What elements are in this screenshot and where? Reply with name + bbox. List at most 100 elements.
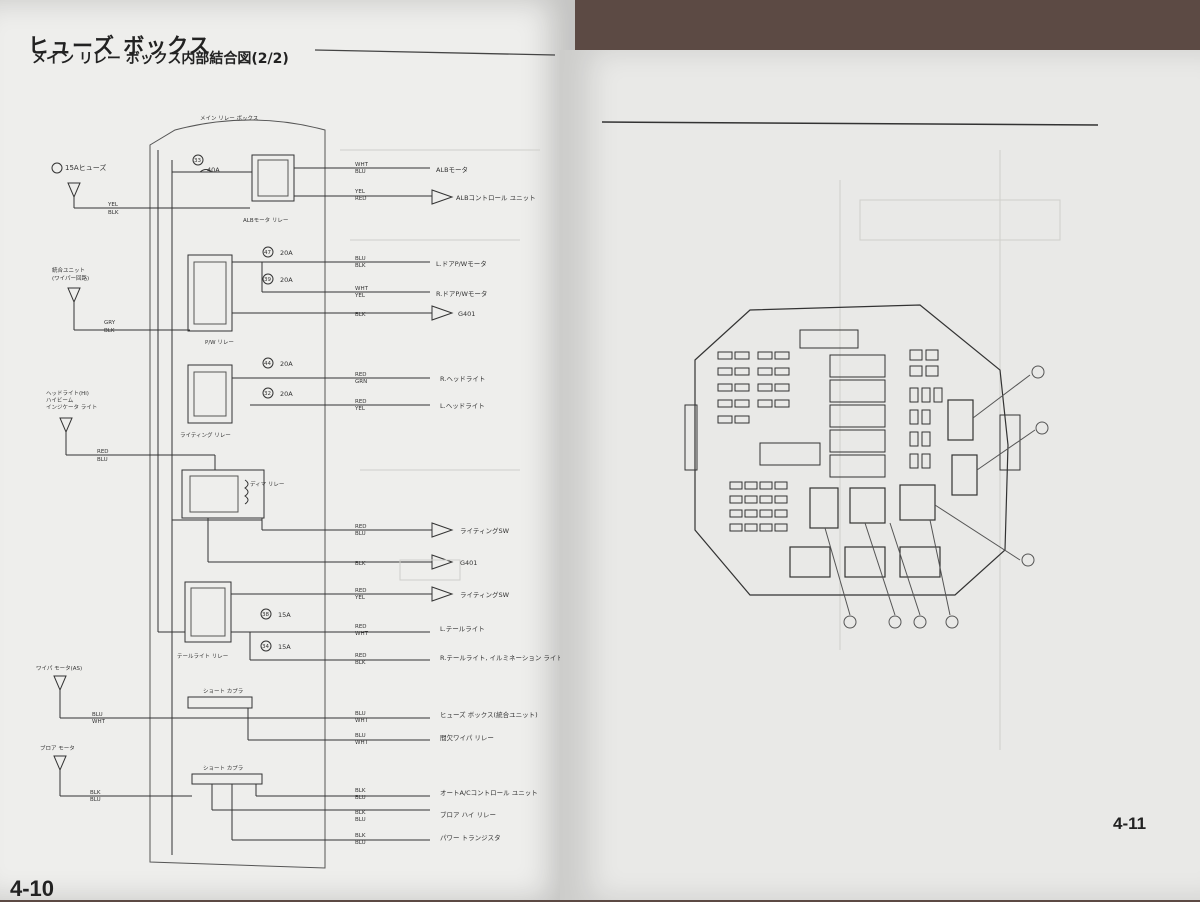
wire-color: WHT	[355, 286, 369, 292]
wire-color: BLK	[355, 660, 366, 666]
mini-fuses-right	[909, 349, 943, 469]
wire-color: GRN	[355, 379, 367, 385]
output-dest: オートA/Cコントロール ユニット	[440, 789, 538, 797]
fuse-number: 33	[194, 158, 201, 164]
wire-color: BLK	[355, 312, 366, 318]
wire-color: BLU	[355, 531, 366, 537]
large-fuses	[759, 329, 886, 478]
relay-taillight	[184, 581, 232, 643]
connector-arrow-icon	[431, 586, 454, 602]
fuse-number: 32	[264, 391, 271, 397]
relays	[789, 399, 978, 578]
relay-label: ディマ リレー	[250, 480, 284, 488]
wire-color: BLU	[355, 733, 366, 739]
output-dest: パワー トランジスタ	[440, 833, 501, 842]
fuse-symbol-icon	[51, 162, 63, 174]
wire-color: BLU	[97, 457, 108, 463]
input-label-2: 統合ユニット	[52, 266, 85, 274]
output-dest: 間欠ワイパ リレー	[440, 733, 494, 742]
output-dest: R.ドアP/Wモータ	[436, 289, 487, 298]
wire-color: BLK	[355, 788, 366, 794]
input-label-4: ワイパ モータ(AS)	[36, 664, 82, 672]
output-dest: ブロア ハイ リレー	[440, 810, 496, 819]
right-page: 4-11	[560, 50, 1200, 900]
output-dest: G401	[458, 310, 475, 318]
page-number-left: 4-10	[10, 876, 55, 901]
fuse-rating: 15A	[278, 611, 291, 619]
fuse-rating: 20A	[280, 249, 293, 257]
output-dest: ALBモータ	[436, 165, 468, 174]
connector-label: ショート カプラ	[203, 688, 243, 695]
relay-label: ライティング リレー	[180, 431, 231, 439]
wire-color: BLU	[355, 169, 366, 175]
output-dest: ALBコントロール ユニット	[456, 194, 536, 202]
wire-color: RED	[355, 524, 367, 530]
left-page: ヒューズ ボックス メイン リレー ボックス内部結合図(2/2) メイン リレー…	[0, 0, 575, 901]
title-rule	[314, 49, 556, 56]
output-dest: L.テールライト	[440, 625, 485, 633]
wire-color: BLK	[90, 790, 101, 796]
wire-color: BLU	[355, 840, 366, 846]
mini-fuses-upper	[717, 351, 790, 424]
header-rule	[601, 121, 1099, 126]
wire-color: BLU	[355, 256, 366, 262]
short-connector-2	[191, 773, 263, 785]
wire-color: WHT	[355, 718, 369, 724]
wire-color: BLU	[92, 712, 103, 718]
fuse-number: 39	[264, 277, 271, 283]
page-subtitle: メイン リレー ボックス内部結合図(2/2)	[32, 51, 289, 67]
wire-color: GRY	[104, 320, 116, 326]
fuse-number: 38	[262, 612, 269, 618]
wire-color: WHT	[92, 719, 106, 725]
relay-pw	[187, 254, 233, 332]
wire-color: RED	[355, 588, 367, 594]
fuse-rating: 20A	[280, 360, 293, 368]
wire-color: BLK	[104, 328, 115, 334]
wire-color: YEL	[107, 202, 119, 208]
callout-circles	[843, 365, 1049, 629]
wire-color: RED	[355, 624, 367, 630]
output-dest: ヒューズ ボックス(統合ユニット)	[440, 710, 538, 719]
fuse-rating: 40A	[207, 166, 220, 174]
connector-arrow-icon	[53, 675, 67, 692]
input-label-3b: ハイビーム	[46, 396, 74, 404]
wire-color: YEL	[354, 595, 366, 601]
relay-alb	[251, 154, 295, 202]
fuse-rating: 20A	[280, 390, 293, 398]
wire-color: WHT	[355, 631, 369, 637]
short-connector-1	[187, 696, 253, 709]
connector-arrow-icon	[431, 522, 454, 538]
input-label-2b: (ワイパー回路)	[52, 274, 89, 282]
input-label-3: ヘッドライト(Hi)	[46, 390, 89, 397]
relay-lighting	[187, 364, 233, 424]
connector-arrow-icon	[431, 189, 454, 205]
relay-box-outline	[149, 119, 326, 869]
connector-arrow-icon	[431, 305, 454, 321]
wire-color: WHT	[355, 162, 369, 168]
relay-label: P/W リレー	[205, 340, 234, 346]
box-label: メイン リレー ボックス	[200, 114, 258, 122]
wire-color: RED	[97, 449, 109, 455]
output-dest: R.テールライト, イルミネーション ライト	[440, 654, 563, 662]
wire-color: BLK	[355, 833, 366, 839]
wire-color: BLU	[355, 817, 366, 823]
fuse-box-diagram	[601, 121, 1099, 750]
output-dest: L.ドアP/Wモータ	[436, 259, 487, 268]
connector-arrow-icon	[67, 287, 81, 304]
mini-fuses-lower	[729, 481, 788, 532]
output-dest: R.ヘッドライト	[440, 375, 485, 383]
wire-color: BLK	[355, 561, 366, 567]
output-dest: ライティングSW	[460, 590, 510, 599]
connector-arrow-icon	[59, 417, 73, 434]
wire-color: YEL	[354, 293, 366, 299]
fuse-rating: 15A	[278, 643, 291, 651]
wire-color: RED	[355, 399, 367, 405]
connector-arrow-icon	[53, 755, 67, 772]
wire-color: YEL	[354, 189, 366, 195]
input-label-1: 15Aヒューズ	[65, 163, 106, 172]
wire-color: RED	[355, 196, 367, 202]
wiring-diagram: メイン リレー ボックス 15Aヒューズ YEL BLK ALBモータ リレー …	[36, 49, 563, 869]
show-through	[340, 149, 540, 581]
wire-color: BLU	[355, 711, 366, 717]
fuse-box-outline	[694, 304, 1009, 596]
